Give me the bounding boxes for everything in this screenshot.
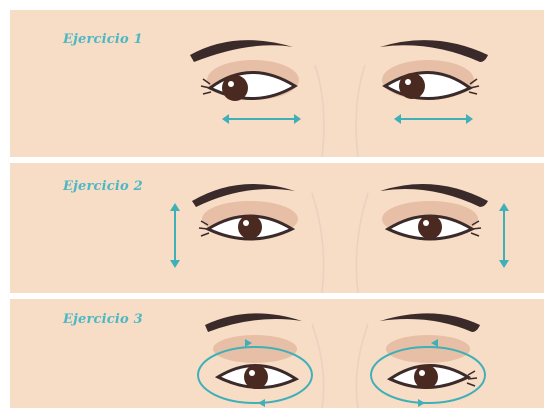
vertical-arrow-right <box>499 203 509 268</box>
circular-arrow-right-head-bottom <box>418 399 425 407</box>
iris-left <box>244 365 268 389</box>
iris-highlight-left <box>243 220 249 226</box>
vertical-arrow-left <box>170 203 180 268</box>
eyebrow-left <box>190 40 293 62</box>
eyebrow-left <box>205 313 302 332</box>
eyelashes-right <box>467 371 477 386</box>
iris-highlight-right <box>419 370 425 376</box>
exercise-panel-3: Ejercicio 3 <box>10 299 544 408</box>
iris-highlight-left <box>249 370 255 376</box>
eyebrow-right <box>380 40 488 62</box>
horizontal-arrow-right-eye <box>394 114 473 124</box>
iris-highlight-left <box>228 81 234 87</box>
circular-arrow-left-head-bottom <box>258 399 265 407</box>
iris-highlight-right <box>423 220 429 226</box>
nose-contour-right <box>356 324 368 408</box>
nose-contour-right <box>356 193 368 293</box>
nose-contour-left <box>315 65 324 157</box>
iris-left <box>238 215 262 239</box>
iris-left <box>222 75 248 101</box>
nose-contour-left <box>312 324 324 408</box>
eyelid-shadow-left <box>213 335 297 363</box>
horizontal-arrow-left-eye <box>222 114 301 124</box>
eyelid-shadow-right <box>386 335 470 363</box>
nose-contour-right <box>356 65 365 157</box>
exercise-3-illustration <box>10 299 544 408</box>
exercise-2-illustration <box>10 163 544 293</box>
iris-right <box>414 365 438 389</box>
eyebrow-right <box>380 313 480 332</box>
exercise-panel-1: Ejercicio 1 <box>10 10 544 157</box>
nose-contour-left <box>312 193 324 293</box>
iris-right <box>418 215 442 239</box>
iris-right <box>399 73 425 99</box>
exercise-1-illustration <box>10 10 544 157</box>
iris-highlight-right <box>405 79 411 85</box>
exercise-panel-2: Ejercicio 2 <box>10 163 544 293</box>
